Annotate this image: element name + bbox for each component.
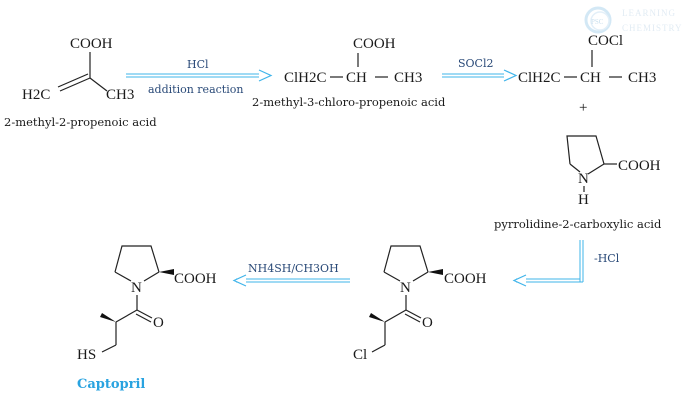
double-bond [59,77,91,92]
arrow-step2: SOCl2 [442,57,518,82]
n-label: N [400,280,411,296]
watermark: PSC LEARNING CHEMISTRY [584,6,683,34]
compound-name: 2-methyl-3-chloro-propenoic acid [252,95,446,109]
wedge-bond [159,269,174,275]
reagent-label: SOCl2 [458,57,494,70]
watermark-logo-icon [584,6,612,34]
compound-name: pyrrolidine-2-carboxylic acid [494,217,662,231]
watermark-logo-text: PSC [591,18,604,26]
compound-methacrylic-acid: COOH H2C CH3 2-methyl-2-propenoic acid [4,36,157,129]
n-label: N [578,171,589,187]
cooh-label: COOH [353,36,396,52]
compound-proline: N H COOH pyrrolidine-2-carboxylic acid [494,135,662,231]
ch3-label: CH3 [106,87,134,103]
product-name: Captopril [77,377,145,392]
o-label: O [153,315,164,331]
cl-label: Cl [353,347,367,363]
clh2c-label: ClH2C [284,70,327,86]
cooh-label: COOH [444,271,487,287]
n-label: N [131,280,142,296]
wedge-bond [100,313,116,322]
compound-captopril: COOH N O HS Captopril [77,245,217,392]
o-label: O [422,315,433,331]
h-label: H [578,192,589,208]
wedge-bond [428,269,443,275]
ch-label: CH [346,70,367,86]
arrow-left-icon [232,274,247,287]
ch3-label: CH3 [628,70,656,86]
arrow-right-icon [503,69,518,82]
cooh-label: COOH [618,158,661,174]
cooh-label: COOH [70,36,113,52]
cooh-label: COOH [174,271,217,287]
reagent-label: NH4SH/CH3OH [248,262,339,275]
compound-chloro-acid: COOH ClH2C CH CH3 2-methyl-3-chloro-prop… [252,36,446,109]
condition-label: addition reaction [148,83,243,96]
cocl-label: COCl [588,33,623,49]
watermark-line2: CHEMISTRY [622,23,683,33]
compound-acid-chloride: COCl ClH2C CH CH3 [518,33,656,86]
ch3-label: CH3 [394,70,422,86]
arrow-right-icon [258,69,273,82]
watermark-line1: LEARNING [622,8,676,18]
ch-label: CH [580,70,601,86]
arrow-step4: NH4SH/CH3OH [232,262,350,287]
h2c-label: H2C [22,87,50,103]
arrow-left-icon [512,274,527,287]
compound-chloro-amide: COOH N O Cl [353,245,487,363]
wedge-bond [369,313,385,322]
plus-sign: + [579,100,587,116]
arrow-step1: HCl addition reaction [126,58,273,96]
compound-name: 2-methyl-2-propenoic acid [4,115,157,129]
bond [89,77,108,92]
arrow-step3: -HCl [512,240,620,287]
clh2c-label: ClH2C [518,70,561,86]
double-bond [57,73,89,88]
hs-label: HS [77,347,96,363]
reagent-label: -HCl [594,252,620,265]
reagent-label: HCl [187,58,209,71]
